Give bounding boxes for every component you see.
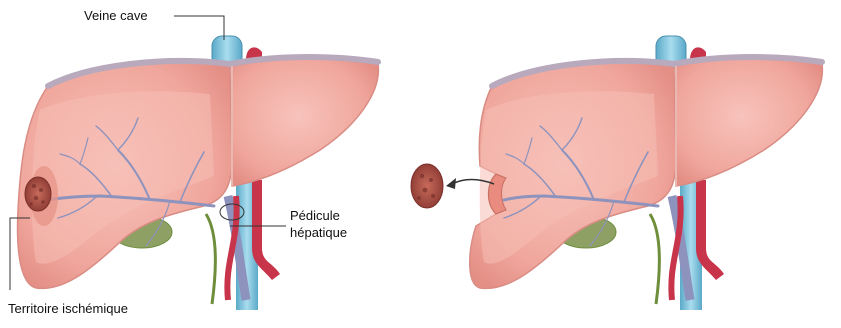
label-vena-cava: Veine cave (84, 8, 148, 24)
liver-left (18, 36, 379, 310)
bile-duct-2 (650, 214, 659, 304)
label-pedicle-line1: Pédicule (290, 208, 340, 224)
liver-left-lobe-2 (676, 59, 822, 186)
label-pedicle-line2: hépatique (290, 225, 347, 241)
bile-duct (206, 214, 215, 304)
liver-right-resected (411, 36, 822, 310)
resection-arrowhead (446, 178, 456, 189)
label-ischemic-territory: Territoire ischémique (8, 301, 128, 317)
vena-cava-leader (174, 16, 224, 40)
liver-left-lobe (232, 59, 378, 186)
tumor-left (25, 177, 51, 211)
excised-tumor (411, 164, 443, 208)
